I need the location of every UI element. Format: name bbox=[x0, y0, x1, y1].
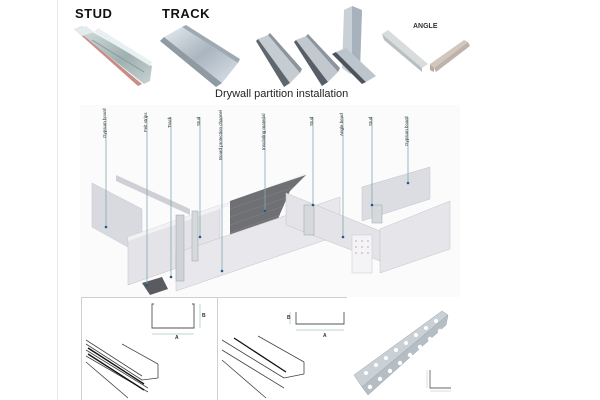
leader-label-board-protection-channel: Board protection channel bbox=[218, 109, 223, 160]
leader-label-track: Track bbox=[167, 116, 172, 128]
leader-label-gypsum-board-left: Gypsum board bbox=[102, 108, 107, 138]
leader-label-gypsum-board-right: Gypsum board bbox=[404, 116, 409, 146]
diagram-caption: Drywall partition installation bbox=[215, 88, 349, 100]
leader-label-angle-bead: Angle bead bbox=[339, 113, 344, 136]
stud-photo bbox=[74, 26, 152, 86]
track-profile-drawing bbox=[221, 312, 345, 399]
leader-label-stud-3: Stud bbox=[368, 116, 373, 126]
stud-cross-section bbox=[151, 303, 195, 329]
track-section-panel bbox=[217, 297, 347, 400]
angle-photo-1 bbox=[382, 30, 428, 72]
angle-bead-drawing bbox=[353, 310, 449, 396]
stud-3 bbox=[303, 204, 315, 236]
track-dim-a: A bbox=[323, 333, 327, 339]
stud-upright-photo bbox=[332, 6, 376, 84]
stud-photo-small-2 bbox=[294, 34, 340, 86]
leader-label-insulating-material: Insulating material bbox=[261, 113, 266, 150]
stud-1 bbox=[175, 214, 185, 282]
stud-photo-small-1 bbox=[256, 33, 302, 87]
track-photo bbox=[160, 25, 240, 87]
angle-cross-section bbox=[426, 370, 451, 392]
track-cross-section bbox=[295, 312, 345, 325]
stud-2 bbox=[191, 210, 199, 262]
stud-dim-b: B bbox=[202, 313, 206, 319]
stud-profile-drawing bbox=[85, 303, 201, 399]
angle-title: ANGLE bbox=[413, 23, 438, 30]
felt-strips bbox=[142, 277, 168, 295]
leader-lines bbox=[105, 117, 409, 285]
stud-dim-a: A bbox=[175, 335, 179, 341]
angle-photo-2 bbox=[430, 40, 470, 72]
leader-label-stud-2: Stud bbox=[309, 116, 314, 126]
drywall-partition-diagram bbox=[80, 105, 460, 297]
page-left-border bbox=[57, 0, 58, 400]
leader-label-stud-1: Stud bbox=[196, 116, 201, 126]
stud-4 bbox=[371, 204, 383, 224]
track-title: TRACK bbox=[162, 6, 210, 21]
track-dim-b: B bbox=[287, 315, 291, 321]
stud-title: STUD bbox=[75, 6, 113, 21]
angle-bead bbox=[351, 234, 373, 274]
leader-label-felt-strips: Felt strips bbox=[143, 112, 148, 132]
